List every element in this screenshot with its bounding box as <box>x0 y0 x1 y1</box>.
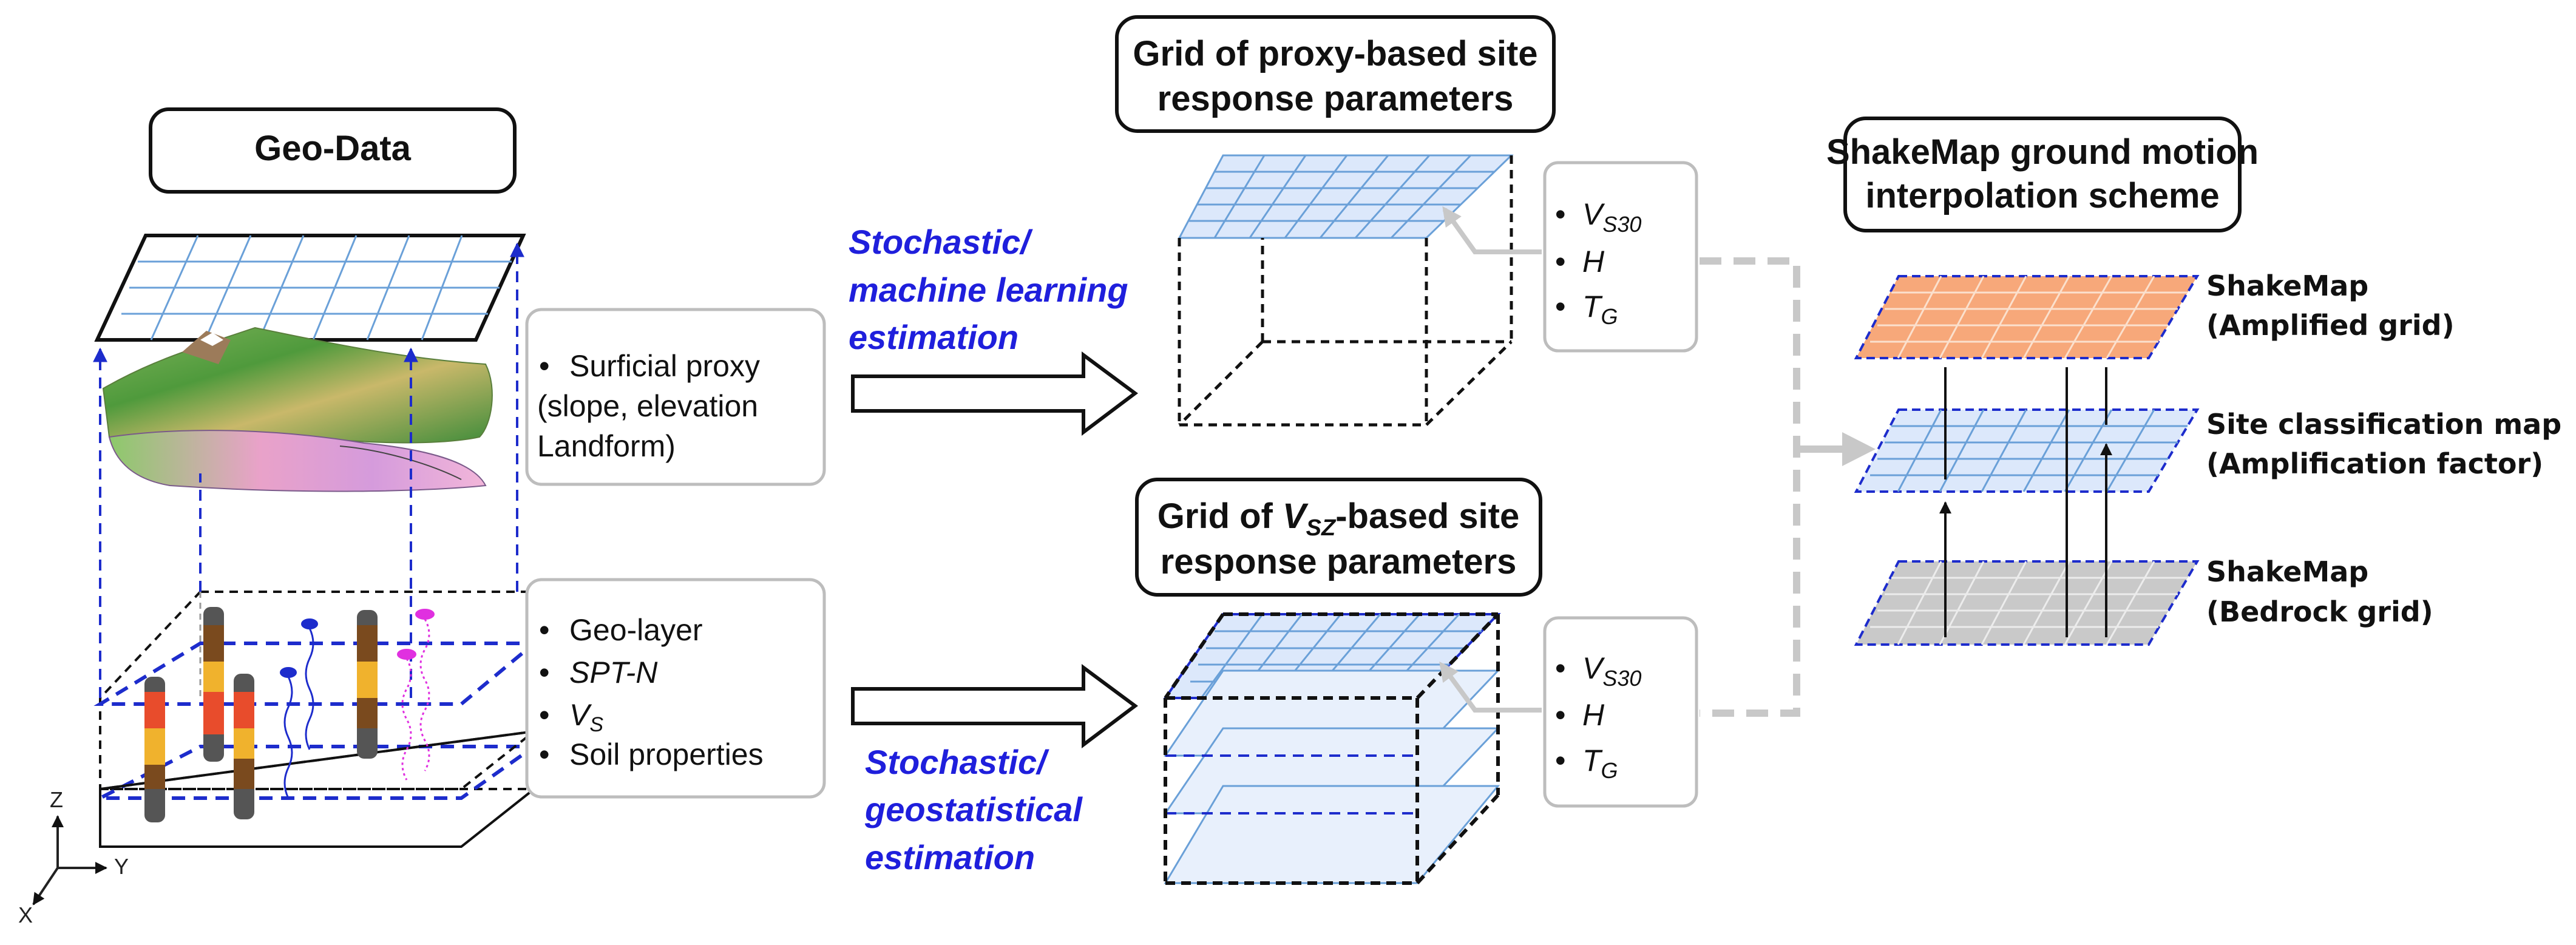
svg-text:(Bedrock grid): (Bedrock grid) <box>2206 595 2433 628</box>
grid-proxy-title-box: Grid of proxy-based site response parame… <box>1115 15 1556 133</box>
svg-text:•: • <box>1555 743 1566 777</box>
svg-text:•: • <box>539 698 550 732</box>
svg-text:VS30: VS30 <box>1582 197 1641 237</box>
svg-text:response parameters: response parameters <box>1161 542 1517 581</box>
params-to-site-connector <box>1700 257 1800 717</box>
svg-text:•: • <box>1555 245 1566 279</box>
geo-data-title-box: Geo-Data <box>149 107 517 194</box>
svg-text:geostatistical: geostatistical <box>864 790 1083 828</box>
svg-text:Site classification map: Site classification map <box>2206 408 2561 441</box>
borehole-2 <box>203 607 224 762</box>
svg-text:•: • <box>1555 651 1566 685</box>
proxy-box: • Surficial proxy (slope, elevation Land… <box>525 308 826 486</box>
svg-text:Stochastic/: Stochastic/ <box>865 743 1049 781</box>
site-map-label: Site classification map (Amplification f… <box>2206 408 2561 480</box>
geo-top-grid <box>94 234 526 342</box>
svg-text:ShakeMap: ShakeMap <box>2206 555 2368 588</box>
bedrock-grid <box>1854 560 2200 646</box>
proxy-line-1: Surficial proxy <box>569 349 760 383</box>
svg-text:TG: TG <box>1582 743 1618 783</box>
svg-text:Stochastic/: Stochastic/ <box>849 223 1033 261</box>
amplified-grid <box>1854 275 2200 359</box>
vsz-grid-cube <box>1163 612 1501 885</box>
proxy-line-3: Landform) <box>537 429 676 463</box>
grid-connectors <box>1939 367 2112 637</box>
svg-text:(Amplification factor): (Amplification factor) <box>2206 447 2543 480</box>
ml-arrow <box>851 351 1139 436</box>
svg-text:H: H <box>1582 698 1605 732</box>
svg-text:(Amplified grid): (Amplified grid) <box>2206 309 2455 342</box>
svg-text:H: H <box>1582 245 1605 279</box>
svg-text:•: • <box>539 737 550 771</box>
params-box-lower: • VS30 • H • TG <box>1543 616 1698 808</box>
layer-soil: Soil properties <box>569 737 764 771</box>
svg-text:machine learning: machine learning <box>849 271 1128 309</box>
proxy-line-2: (slope, elevation <box>537 389 758 423</box>
geo-top-grid-lines <box>121 235 512 340</box>
ml-method-label: Stochastic/ machine learning estimation <box>849 223 1128 356</box>
grid-vsz-title-box: Grid of VSZ-based site response paramete… <box>1135 478 1542 597</box>
svg-text:estimation: estimation <box>849 318 1019 356</box>
terrain-map-layer <box>102 327 493 492</box>
proxy-grid-cube <box>1178 154 1514 427</box>
svg-text:•: • <box>539 613 550 647</box>
borehole-3 <box>234 674 254 819</box>
layer-geo: Geo-layer <box>569 613 703 647</box>
shakemap-title-box: ShakeMap ground motion interpolation sch… <box>1826 117 2259 232</box>
site-classification-grid <box>1854 408 2200 493</box>
connector-arrow-to-site-map <box>1797 432 1876 466</box>
svg-text:estimation: estimation <box>865 838 1035 876</box>
geo-arrow <box>851 664 1139 749</box>
layer-box: • Geo-layer • SPT-N • VS • Soil properti… <box>525 578 826 799</box>
svg-text:response parameters: response parameters <box>1158 79 1514 118</box>
axis-y-label: Y <box>114 854 129 879</box>
svg-text:Grid of VSZ-based site: Grid of VSZ-based site <box>1158 496 1519 541</box>
svg-text:•: • <box>1555 197 1566 231</box>
svg-text:•: • <box>1555 290 1566 323</box>
svg-text:•: • <box>1555 698 1566 732</box>
axis-z-label: Z <box>50 787 63 812</box>
svg-text:TG: TG <box>1582 290 1618 329</box>
geo-data-title: Geo-Data <box>254 129 412 168</box>
layer-spt: SPT-N <box>569 655 658 689</box>
coordinate-axes <box>32 815 107 906</box>
svg-text:ShakeMap ground motion: ShakeMap ground motion <box>1826 132 2259 172</box>
vs-profiles <box>280 609 435 799</box>
geo-method-label: Stochastic/ geostatistical estimation <box>864 743 1083 876</box>
params-box-upper: • VS30 • H • TG <box>1543 161 1698 353</box>
svg-text:interpolation scheme: interpolation scheme <box>1865 176 2219 215</box>
borehole-1 <box>144 677 165 822</box>
svg-text:Grid of proxy-based site: Grid of proxy-based site <box>1133 34 1537 73</box>
svg-text:ShakeMap: ShakeMap <box>2206 269 2368 302</box>
svg-text:•: • <box>539 349 550 383</box>
layer-vs: VS <box>569 698 603 736</box>
param-to-cube-arrows <box>1439 206 1542 713</box>
amplified-label: ShakeMap (Amplified grid) <box>2206 269 2455 342</box>
subsurface-block <box>93 591 540 848</box>
svg-text:•: • <box>539 655 550 689</box>
borehole-4 <box>357 610 378 759</box>
bedrock-label: ShakeMap (Bedrock grid) <box>2206 555 2433 628</box>
vertical-projection-arrows <box>93 242 524 698</box>
svg-text:VS30: VS30 <box>1582 651 1641 691</box>
boreholes <box>144 607 378 822</box>
axis-x-label: X <box>18 903 33 927</box>
